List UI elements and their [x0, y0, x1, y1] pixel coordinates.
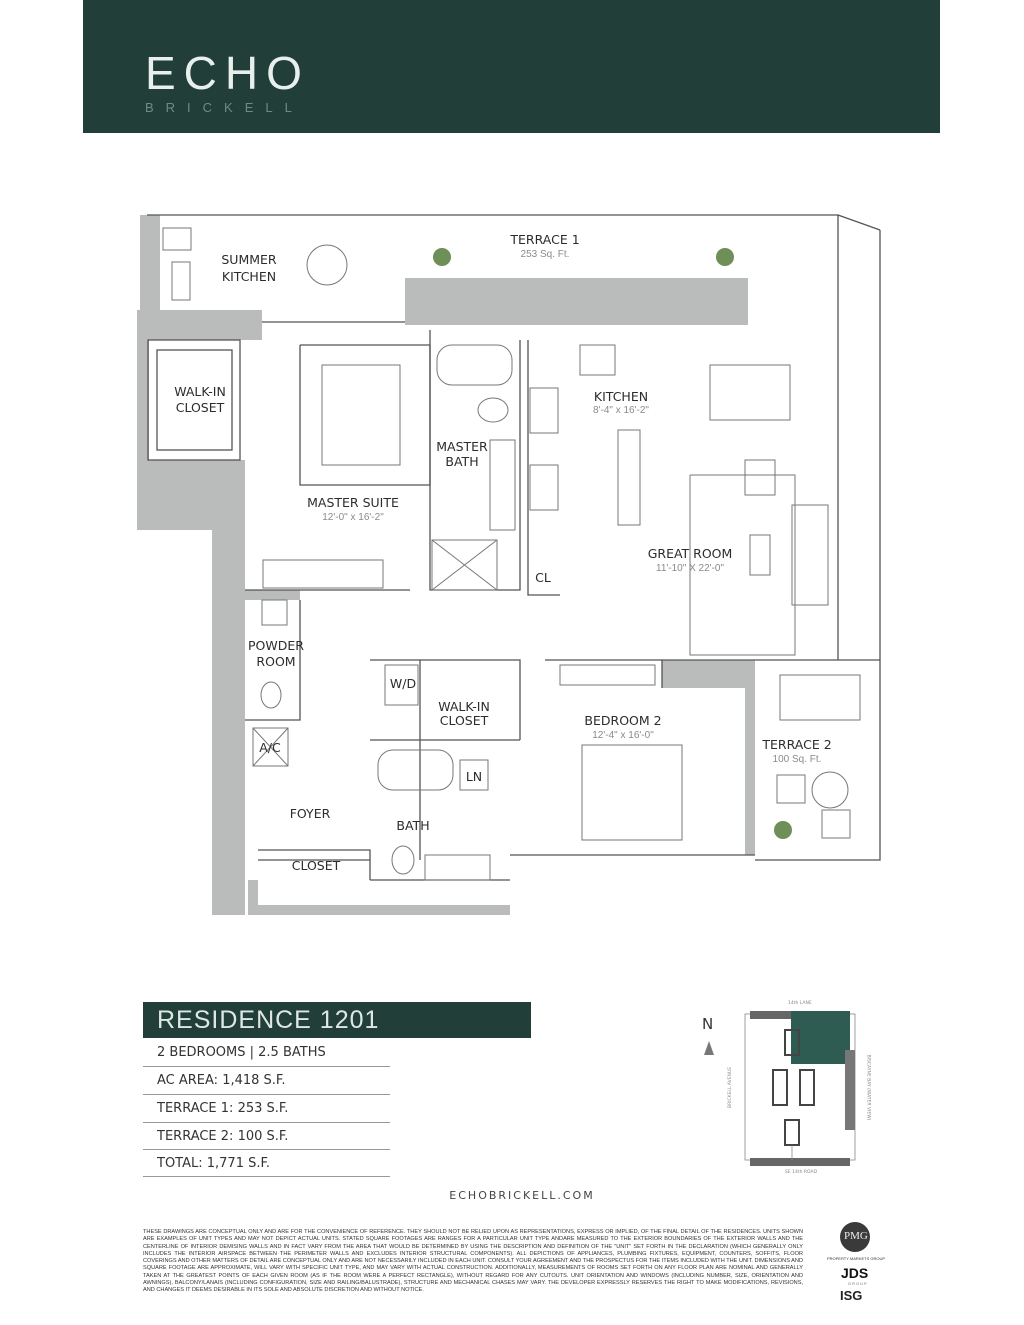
residence-title-box: RESIDENCE 1201: [143, 1002, 531, 1038]
room-area-terrace-2: 100 Sq. Ft.: [772, 754, 822, 765]
room-label-walkin-closet-2a: WALK-IN: [438, 699, 490, 714]
street-top: 14th LANE: [788, 1001, 812, 1006]
unit-highlight: [791, 1011, 850, 1064]
room-label-master-suite: MASTER SUITE: [307, 495, 399, 510]
pmg-name: PROPERTY MARKETS GROUP: [826, 1256, 886, 1261]
room-area-terrace-1: 253 Sq. Ft.: [520, 249, 570, 260]
isg-logo: ISG: [840, 1288, 863, 1303]
room-label-ac: A/C: [259, 740, 281, 755]
room-label-summer-kitchen-2: KITCHEN: [221, 269, 277, 284]
room-label-kitchen: KITCHEN: [593, 389, 649, 404]
room-dim-bedroom-2: 12'-4" x 16'-0": [592, 730, 654, 741]
floor-plan: [137, 214, 881, 915]
north-arrow-icon: [704, 1041, 714, 1055]
room-label-great-room: GREAT ROOM: [647, 546, 733, 561]
divider: [143, 1094, 390, 1095]
street-right: BISCAYNE BAY (WATER VIEW): [865, 1054, 871, 1121]
spec-terrace-2: TERRACE 2: 100 S.F.: [157, 1129, 289, 1144]
pmg-logo: PMG: [840, 1222, 870, 1252]
furniture: [162, 227, 861, 881]
room-label-walkin-closet-1a: WALK-IN: [174, 384, 226, 399]
spec-terrace-1: TERRACE 1: 253 S.F.: [157, 1101, 289, 1116]
room-label-terrace-1: TERRACE 1: [510, 232, 580, 247]
walls-gray: [137, 215, 755, 915]
divider: [143, 1066, 390, 1067]
room-label-terrace-2: TERRACE 2: [762, 737, 832, 752]
room-label-powder-room-1: POWDER: [248, 638, 304, 653]
brand-logo: ECHO: [145, 47, 310, 99]
room-label-walkin-closet-1b: CLOSET: [175, 400, 225, 415]
room-label-ln: LN: [465, 769, 483, 784]
room-dim-master-suite: 12'-0" x 16'-2": [322, 512, 384, 523]
jds-logo: JDS: [841, 1265, 869, 1281]
jds-sub: GROUP: [848, 1281, 868, 1286]
brand-sub: BRICKELL: [145, 100, 304, 115]
room-label-master-bath-2: BATH: [445, 454, 479, 469]
street-bottom: SE 14th ROAD: [785, 1170, 818, 1175]
divider: [143, 1176, 390, 1177]
room-label-walkin-closet-2b: CLOSET: [439, 713, 489, 728]
legal-disclaimer: THESE DRAWINGS ARE CONCEPTUAL ONLY AND A…: [143, 1229, 803, 1294]
room-label-summer-kitchen-1: SUMMER: [221, 252, 277, 267]
room-label-foyer: FOYER: [289, 806, 331, 821]
room-label-cl: CL: [535, 570, 551, 585]
divider: [143, 1122, 390, 1123]
room-label-bedroom-2: BEDROOM 2: [584, 713, 662, 728]
room-label-master-bath-1: MASTER: [436, 439, 488, 454]
wall-lines: [147, 214, 881, 881]
residence-title: RESIDENCE 1201: [157, 1006, 380, 1034]
room-label-powder-room-2: ROOM: [256, 654, 296, 669]
spec-total: TOTAL: 1,771 S.F.: [157, 1156, 271, 1171]
spec-ac-area: AC AREA: 1,418 S.F.: [157, 1073, 286, 1088]
room-dim-great-room: 11'-10" X 22'-0": [656, 563, 724, 574]
room-label-bath: BATH: [396, 818, 430, 833]
spec-bedrooms: 2 BEDROOMS | 2.5 BATHS: [157, 1045, 326, 1060]
key-plan: [744, 1011, 856, 1166]
website-link[interactable]: ECHOBRICKELL.COM: [449, 1189, 595, 1202]
divider: [143, 1149, 390, 1150]
header-banner: ECHO BRICKELL: [83, 0, 940, 133]
plant-icons: [433, 248, 792, 839]
room-label-wd: W/D: [389, 676, 417, 691]
room-dim-kitchen: 8'-4" x 16'-2": [593, 405, 649, 416]
north-label: N: [702, 1015, 714, 1033]
room-label-closet: CLOSET: [291, 858, 341, 873]
street-left: BRICKELL AVENUE: [728, 1066, 734, 1109]
